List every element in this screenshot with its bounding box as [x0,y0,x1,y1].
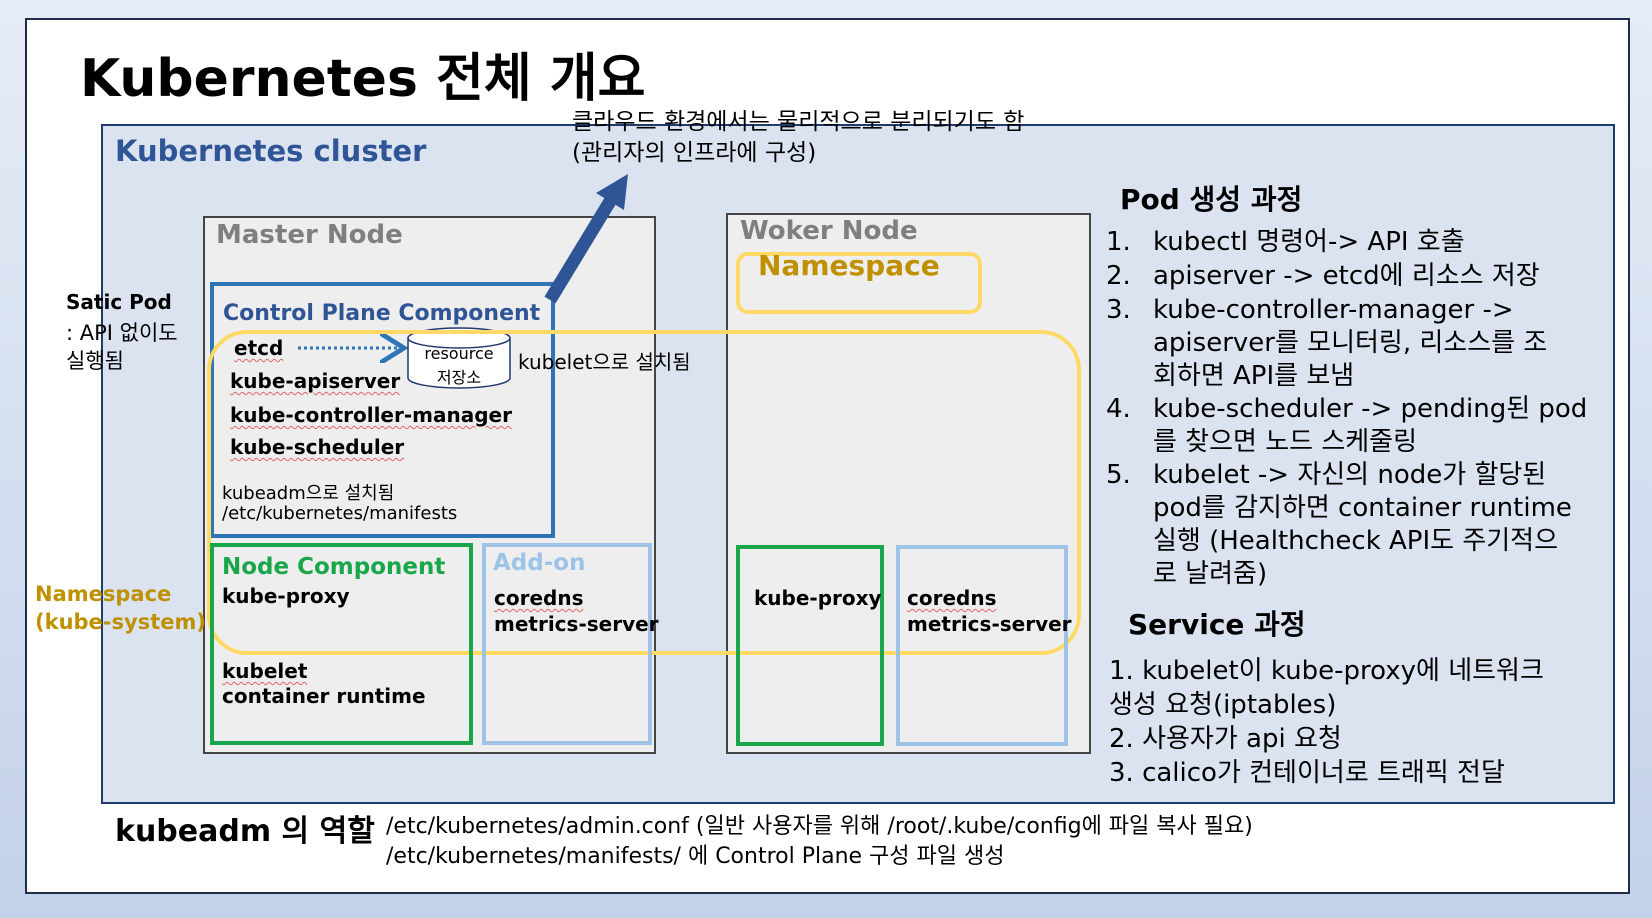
kube-controller-manager-label: kube-controller-manager [230,403,512,427]
service-line-4: 3. calico가 컨테이너로 트래픽 전달 [1109,758,1505,788]
worker-addon-box [896,545,1068,746]
storage-label-line1: resource [424,344,494,363]
pod-process-item-line: pod를 감지하면 container runtime [1153,493,1572,523]
pod-process-item-line: kube-scheduler -> pending된 pod [1153,394,1588,424]
pod-process-item-line: 로 날려줌) [1153,559,1268,589]
pod-process-item-number: 1. [1106,227,1131,257]
kubeadm-role-title: kubeadm 의 역할 [115,814,375,849]
addon-box [482,543,652,745]
storage-label-line2: 저장소 [436,368,482,387]
addon-title: Add-on [493,550,586,576]
manifests-path-label: /etc/kubernetes/manifests [222,503,458,524]
cloud-separation-arrow [544,174,628,304]
pod-process-item-line: kube-controller-manager -> [1153,295,1514,325]
service-line-2: 생성 요청(iptables) [1109,690,1337,720]
worker-metrics-server-label: metrics-server [907,612,1072,636]
service-line-1: 1. kubelet이 kube-proxy에 네트워크 [1109,656,1544,686]
pod-process-item-line: 회하면 API를 보냄 [1153,361,1355,391]
pod-process-item-number: 5. [1106,460,1131,490]
worker-node-title: Woker Node [740,216,918,246]
node-component-box [210,543,473,745]
worker-kube-proxy-label: kube-proxy [754,586,882,610]
kubeadm-installed-note: kubeadm으로 설치됨 [222,483,395,504]
container-runtime-label: container runtime [222,684,426,708]
master-metrics-server-label: metrics-server [494,612,659,636]
static-pod-line2: 실행됨 [66,349,124,373]
pod-process-item-number: 2. [1106,261,1131,291]
namespace-kube-system-outline [207,330,1081,655]
cloud-note-line2: (관리자의 인프라에 구성) [572,140,817,166]
static-pod-line1: : API 없이도 [66,321,178,345]
worker-kube-proxy-box [736,545,884,746]
kube-scheduler-label: kube-scheduler [230,435,405,459]
pod-process-item-number: 4. [1106,394,1131,424]
master-node-title: Master Node [216,220,403,250]
namespace-kube-system-label: (kube-system) [35,610,206,634]
master-node-box [203,216,656,754]
pod-process-item-number: 3. [1106,295,1131,325]
kubeadm-role-line2: /etc/kubernetes/manifests/ 에 Control Pla… [386,844,1005,869]
pod-process-item-line: 를 찾으면 노드 스케줄링 [1153,427,1417,457]
namespace-label: Namespace [35,582,172,606]
worker-node-box [726,213,1091,754]
pod-process-item-line: apiserver -> etcd에 리소스 저장 [1153,261,1540,291]
master-coredns-label: coredns [494,586,584,610]
kubelet-installed-note: kubelet으로 설치됨 [518,350,691,374]
page-title: Kubernetes 전체 개요 [80,49,646,109]
cluster-title: Kubernetes cluster [115,134,427,168]
pod-process-item-line: kubectl 명령어-> API 호출 [1153,227,1465,257]
node-component-title: Node Component [222,554,446,580]
cloud-note-line1: 클라우드 환경에서는 물리적으로 분리되기도 함 [572,109,1025,135]
service-process-title: Service 과정 [1128,608,1306,641]
worker-coredns-label: coredns [907,586,997,610]
worker-namespace-label: Namespace [758,249,940,282]
pod-process-item-line: apiserver를 모니터링, 리소스를 조 [1153,328,1548,358]
control-plane-title: Control Plane Component [223,301,541,326]
service-line-3: 2. 사용자가 api 요청 [1109,724,1342,754]
kube-apiserver-label: kube-apiserver [230,369,401,393]
kubeadm-role-line1: /etc/kubernetes/admin.conf (일반 사용자를 위해 /… [386,814,1253,839]
pod-process-title: Pod 생성 과정 [1120,183,1303,216]
master-kube-proxy-label: kube-proxy [222,584,350,608]
control-plane-box [210,282,555,538]
pod-process-item-line: 실행 (Healthcheck API도 주기적으 [1153,526,1559,556]
worker-namespace-box [736,252,982,314]
pod-process-item-line: kubelet -> 자신의 node가 할당된 [1153,460,1547,490]
static-pod-title: Satic Pod [66,290,172,314]
kubelet-label: kubelet [222,659,308,683]
